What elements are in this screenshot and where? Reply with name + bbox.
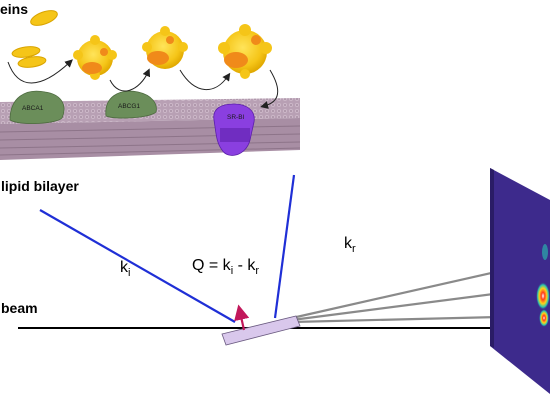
abca1-label: ABCA1 bbox=[22, 105, 44, 112]
beam-label: beam bbox=[1, 300, 38, 316]
lipid-disc-3 bbox=[17, 56, 47, 68]
lipid-discs bbox=[11, 10, 58, 68]
ki-sub: i bbox=[128, 267, 130, 279]
hdl-particle-1 bbox=[73, 35, 117, 80]
hdl-particle-3 bbox=[218, 24, 272, 79]
lipid-disc-2 bbox=[11, 46, 41, 58]
srbi-label: SR-BI bbox=[227, 114, 245, 121]
incident-beam bbox=[39, 209, 236, 323]
q-vector-arrow bbox=[234, 304, 250, 331]
area-detector bbox=[490, 168, 550, 394]
abcg1-transporter: ABCG1 bbox=[105, 90, 157, 119]
arrow-disc-to-particle bbox=[7, 59, 73, 84]
abca1-transporter: ABCA1 bbox=[9, 90, 65, 124]
arrow-particle1-to-particle2 bbox=[109, 68, 151, 92]
q-mid: - k bbox=[233, 257, 256, 274]
reflected-beam bbox=[273, 174, 296, 319]
arrow-particle3-to-membrane bbox=[260, 69, 279, 109]
q-equation: Q = ki - kr bbox=[192, 257, 259, 277]
detector-spot-2 bbox=[539, 309, 549, 327]
hdl-particle-2 bbox=[142, 26, 188, 69]
q-prefix: Q = k bbox=[192, 257, 232, 274]
arrow-particle2-to-particle3 bbox=[179, 69, 231, 91]
svg-text:ki: ki bbox=[120, 259, 130, 279]
detector-spot-3 bbox=[542, 244, 548, 260]
kr-sub: r bbox=[352, 243, 356, 255]
sr-bi-receptor: SR-BI bbox=[213, 103, 255, 156]
svg-text:kr: kr bbox=[344, 235, 356, 255]
kr-main: k bbox=[344, 235, 353, 252]
abcg1-label: ABCG1 bbox=[118, 103, 140, 110]
proteins-label: eins bbox=[0, 1, 28, 17]
q-sub-r: r bbox=[255, 265, 259, 277]
lipid-disc-1 bbox=[30, 10, 58, 26]
svg-text:Q = ki - kr: Q = ki - kr bbox=[192, 257, 259, 277]
lipid-bilayer-label: lipid bilayer bbox=[1, 178, 79, 194]
q-sub-i: i bbox=[231, 265, 233, 277]
detector-spot-1 bbox=[536, 282, 550, 310]
sample-substrate bbox=[221, 315, 301, 346]
ki-label: ki bbox=[120, 259, 130, 279]
process-arrows bbox=[7, 59, 279, 109]
detector-panel bbox=[490, 168, 550, 394]
ki-main: k bbox=[120, 259, 129, 276]
kr-label: kr bbox=[344, 235, 356, 255]
